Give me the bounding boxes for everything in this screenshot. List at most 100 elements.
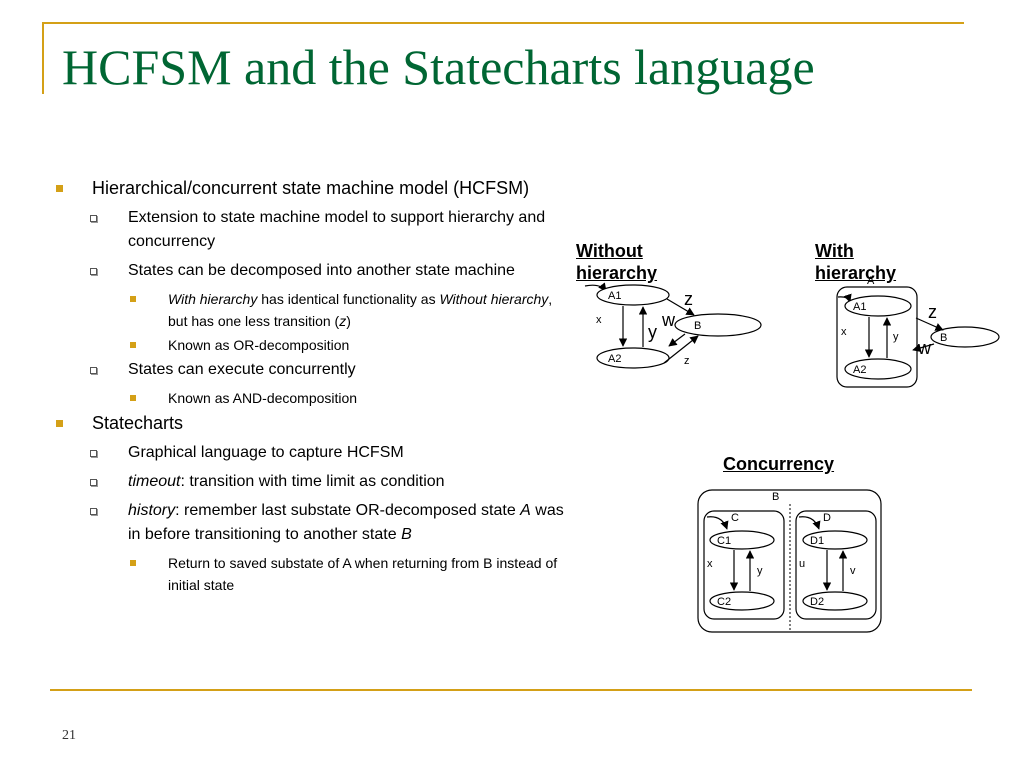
transition-z-arrow — [915, 317, 944, 331]
without-hierarchy-label: Without hierarchy — [576, 241, 658, 283]
bullet-text: , but has one less transition ( — [168, 291, 553, 329]
transition-z-a1-arrow — [666, 298, 695, 316]
event-z-label: z — [684, 289, 693, 309]
em-text: timeout — [128, 473, 181, 490]
concurrency-diagram: B C D C1 C2 D1 D2 x y u v — [697, 489, 882, 633]
page-number: 21 — [62, 728, 76, 743]
state-a2 — [844, 358, 912, 380]
bottom-rule — [50, 689, 972, 691]
em-text: A — [520, 502, 531, 519]
bullet-text: : remember last substate OR-decomposed s… — [175, 502, 521, 519]
hollow-square-bullet-icon — [90, 450, 97, 457]
small-square-bullet-icon — [130, 395, 136, 401]
with-hierarchy-label: With hierarchy — [815, 241, 897, 283]
state-a2-label: A2 — [608, 353, 621, 365]
em-text: Without hierarchy — [439, 291, 549, 307]
small-square-bullet-icon — [130, 560, 136, 566]
state-a1-label: A1 — [853, 301, 866, 313]
square-bullet-icon — [56, 185, 63, 192]
event-w-label: w — [917, 338, 932, 358]
bullet-text: Known as AND-decomposition — [168, 390, 358, 406]
state-c2 — [709, 591, 775, 611]
transition-w-arrow — [668, 333, 686, 347]
bullet-text: ) — [346, 313, 351, 329]
top-rule — [42, 22, 964, 24]
concurrency-label: Concurrency — [723, 454, 835, 474]
sub-sub-bullet-and: Known as AND-decomposition — [56, 387, 566, 409]
superstate-b-label: B — [772, 491, 779, 503]
with-hierarchy-diagram: A A1 A2 B x y z w — [836, 275, 1000, 388]
state-b-label: B — [940, 332, 947, 344]
state-d1 — [802, 530, 868, 550]
bullet-text: States can be decomposed into another st… — [128, 262, 515, 279]
event-x-label: x — [596, 314, 602, 326]
hollow-square-bullet-icon — [90, 367, 97, 374]
bullet-text: has identical functionality as — [257, 291, 440, 307]
state-a1 — [596, 284, 670, 306]
bullet-text: : transition with time limit as conditio… — [180, 473, 445, 490]
state-b — [930, 326, 1000, 348]
transition-w-arrow — [912, 343, 935, 352]
event-v-label: v — [850, 565, 856, 577]
sub-bullet-concurrently: States can execute concurrently — [56, 358, 566, 382]
bullet-list: Hierarchical/concurrent state machine mo… — [56, 176, 566, 598]
event-y-label: y — [893, 331, 899, 343]
em-text: history — [128, 502, 176, 519]
sub-sub-bullet-return: Return to saved substate of A when retur… — [56, 552, 566, 596]
bullet-text: Extension to state machine model to supp… — [128, 209, 546, 250]
bullet-text: was in before transitioning to another s… — [128, 502, 564, 543]
small-square-bullet-icon — [130, 296, 136, 302]
state-b-label: B — [694, 320, 701, 332]
event-z-small-label: z — [684, 355, 690, 367]
sub-bullet-graphical: Graphical language to capture HCFSM — [56, 441, 566, 465]
state-a1-label: A1 — [608, 290, 621, 302]
state-d2-label: D2 — [810, 596, 824, 608]
superstate-a-label: A — [867, 275, 875, 287]
bullet-text: Return to saved substate of A when retur… — [168, 555, 558, 593]
state-a2-label: A2 — [853, 364, 866, 376]
sub-sub-bullet-or: Known as OR-decomposition — [56, 334, 566, 356]
transition-z-a2-arrow — [663, 335, 699, 364]
em-text: B — [401, 526, 412, 543]
sub-bullet-timeout: timeout: transition with time limit as c… — [56, 470, 566, 494]
event-z-label: z — [928, 302, 937, 322]
event-x-label: x — [841, 326, 847, 338]
sub-bullet-extension: Extension to state machine model to supp… — [56, 206, 566, 254]
bullet-text: Graphical language to capture HCFSM — [128, 444, 404, 461]
bullet-hcfsm: Hierarchical/concurrent state machine mo… — [56, 176, 566, 200]
state-c2-label: C2 — [717, 596, 731, 608]
state-c1 — [709, 530, 775, 550]
initial-transition-d-arrow — [798, 516, 821, 530]
bullet-text: States can execute concurrently — [128, 361, 356, 378]
region-c-label: C — [731, 512, 739, 524]
event-y-label: y — [757, 565, 763, 577]
hollow-square-bullet-icon — [90, 215, 97, 222]
sub-sub-bullet-identical: With hierarchy has identical functionali… — [56, 288, 566, 332]
hollow-square-bullet-icon — [90, 479, 97, 486]
hollow-square-bullet-icon — [90, 268, 97, 275]
bullet-statecharts: Statecharts — [56, 411, 566, 435]
left-rule — [42, 22, 44, 94]
em-text: With hierarchy — [168, 291, 258, 307]
state-a2 — [596, 347, 670, 369]
bullet-text: Known as OR-decomposition — [168, 337, 350, 353]
state-a1 — [844, 295, 912, 317]
sub-bullet-history: history: remember last substate OR-decom… — [56, 499, 566, 547]
sub-bullet-decomposed: States can be decomposed into another st… — [56, 259, 566, 283]
event-u-label: u — [799, 558, 805, 570]
initial-transition-c-arrow — [706, 516, 729, 530]
small-square-bullet-icon — [130, 342, 136, 348]
state-d1-label: D1 — [810, 535, 824, 547]
event-x-label: x — [707, 558, 713, 570]
state-c1-label: C1 — [717, 535, 731, 547]
event-w-label: w — [661, 310, 676, 330]
state-d2 — [802, 591, 868, 611]
bullet-text: Hierarchical/concurrent state machine mo… — [92, 178, 530, 198]
em-text: z — [339, 313, 347, 329]
hollow-square-bullet-icon — [90, 508, 97, 515]
square-bullet-icon — [56, 420, 63, 427]
bullet-text: Statecharts — [92, 413, 184, 433]
without-hierarchy-diagram: A1 A2 B x y z w z — [584, 282, 762, 369]
region-d-label: D — [823, 512, 831, 524]
